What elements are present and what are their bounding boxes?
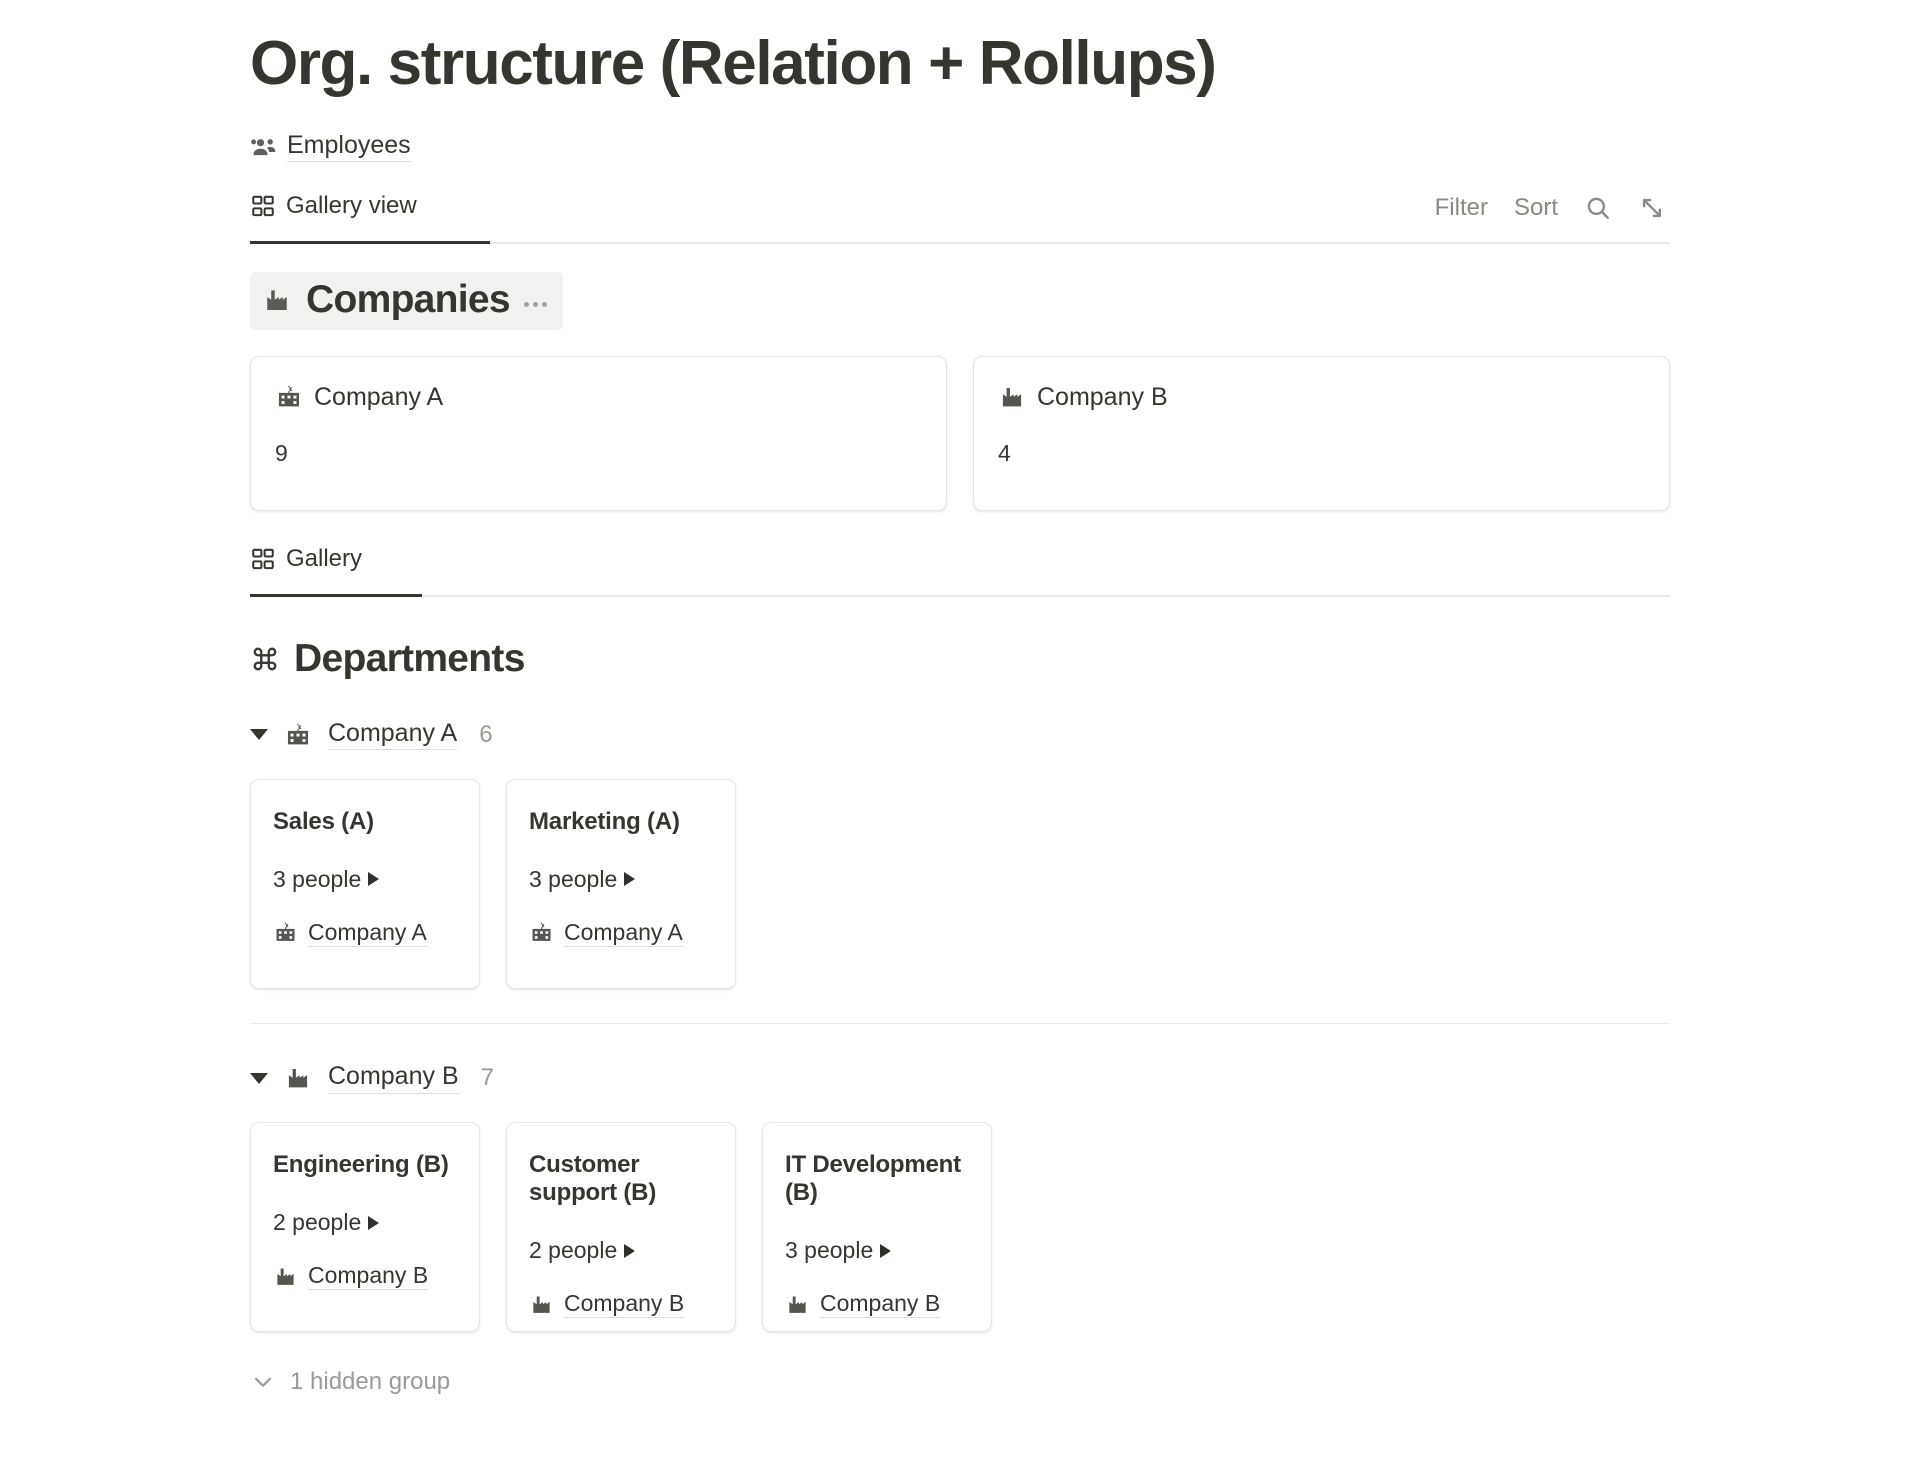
department-card-rollup[interactable]: 2 people (273, 1209, 457, 1236)
people-group-icon (250, 133, 278, 161)
department-card-title: Engineering (B) (273, 1151, 449, 1179)
page-content: Org. structure (Relation + Rollups) Empl… (250, 0, 1670, 1396)
company-card[interactable]: Company A 9 (250, 355, 947, 511)
department-card-rollup-label: 3 people (529, 865, 618, 892)
department-card-relation-label: Company A (308, 919, 427, 947)
gallery-toolbar-rule (250, 594, 1670, 597)
view-toolbar: Gallery view Filter Sort (250, 192, 1670, 245)
school-building-icon (529, 920, 554, 945)
department-card-rollup-label: 2 people (273, 1209, 362, 1236)
tab-gallery[interactable]: Gallery (250, 545, 362, 585)
companies-database-title[interactable]: Companies (250, 272, 563, 330)
department-card-relation[interactable]: Company A (273, 919, 457, 947)
sort-button[interactable]: Sort (1513, 194, 1558, 222)
tab-gallery-view[interactable]: Gallery view (250, 192, 417, 232)
triangle-right-icon[interactable] (624, 1243, 636, 1258)
triangle-right-icon[interactable] (880, 1243, 892, 1258)
gallery-grid-icon (250, 193, 276, 219)
group-count: 6 (479, 720, 493, 748)
company-card[interactable]: Company B 4 (973, 355, 1670, 511)
department-card-relation[interactable]: Company B (273, 1262, 457, 1291)
group-divider (250, 1022, 1670, 1025)
companies-title-text: Companies (306, 278, 511, 322)
department-card-rollup-label: 3 people (273, 865, 362, 892)
department-card[interactable]: Sales (A) 3 people (250, 778, 480, 989)
command-place-icon (250, 644, 280, 674)
triangle-right-icon[interactable] (368, 1215, 380, 1230)
department-card[interactable]: IT Development (B) 3 people Company B (762, 1122, 992, 1333)
company-card-header: Company B (998, 383, 1645, 412)
department-card-title: Customer support (B) (529, 1151, 657, 1207)
group-header-company-a[interactable]: Company A 6 (250, 717, 1670, 753)
department-cards-row-company-a: Sales (A) 3 people (250, 778, 1670, 989)
department-card-title: Marketing (A) (529, 807, 680, 835)
department-card-rollup[interactable]: 3 people (273, 866, 457, 893)
school-building-icon (284, 721, 312, 749)
school-building-icon (275, 383, 303, 411)
department-card-rollup-label: 2 people (529, 1237, 618, 1264)
school-building-icon (273, 920, 298, 945)
department-card-relation-label: Company B (564, 1290, 685, 1319)
factory-building-icon (284, 1064, 312, 1092)
gallery-view-toolbar: Gallery (250, 545, 1670, 597)
company-card-title: Company A (314, 382, 444, 411)
breadcrumb[interactable]: Employees (250, 131, 1670, 163)
factory-building-icon (785, 1292, 810, 1317)
department-card-title: Sales (A) (273, 807, 374, 835)
triangle-down-icon[interactable] (250, 729, 268, 741)
department-card-rollup-label: 3 people (785, 1237, 874, 1264)
hidden-group-toggle[interactable]: 1 hidden group (250, 1368, 1670, 1396)
department-card-rollup[interactable]: 3 people (785, 1237, 969, 1264)
department-card-relation[interactable]: Company A (529, 919, 713, 947)
department-card-relation-label: Company B (308, 1262, 429, 1291)
gallery-grid-icon (250, 546, 276, 572)
companies-cards-row: Company A 9 Company B 4 (250, 355, 1670, 511)
tab-gallery-view-label: Gallery view (286, 192, 417, 220)
group-count: 7 (480, 1064, 494, 1092)
triangle-right-icon[interactable] (368, 872, 380, 887)
company-card-value: 4 (998, 439, 1011, 466)
gallery-toolbar-active-indicator (250, 593, 422, 597)
departments-title-text: Departments (294, 636, 525, 680)
department-card-title: IT Development (B) (785, 1151, 961, 1207)
ellipsis-icon[interactable] (523, 294, 547, 307)
expand-arrows-icon[interactable] (1638, 194, 1666, 222)
department-card[interactable]: Engineering (B) 2 people Company B (250, 1122, 480, 1333)
company-card-value: 9 (275, 439, 288, 466)
department-card-rollup[interactable]: 2 people (529, 1237, 713, 1264)
tab-gallery-label: Gallery (286, 544, 363, 572)
department-card-relation-label: Company B (820, 1290, 941, 1319)
group-header-company-b[interactable]: Company B 7 (250, 1060, 1670, 1096)
departments-database-title[interactable]: Departments (250, 637, 1670, 681)
view-toolbar-rule (250, 242, 1670, 245)
view-toolbar-actions: Filter Sort (1435, 192, 1670, 222)
factory-building-icon (529, 1292, 554, 1317)
search-icon[interactable] (1584, 194, 1612, 222)
breadcrumb-label: Employees (287, 131, 411, 163)
factory-building-icon (998, 383, 1026, 411)
factory-building-icon (262, 285, 292, 315)
page-title: Org. structure (Relation + Rollups) (250, 29, 1217, 98)
triangle-right-icon[interactable] (624, 872, 636, 887)
chevron-down-icon (250, 1369, 276, 1395)
department-card[interactable]: Customer support (B) 2 people Company B (506, 1122, 736, 1333)
company-card-title: Company B (1037, 382, 1168, 411)
group-name: Company B (328, 1062, 459, 1094)
triangle-down-icon[interactable] (250, 1072, 268, 1084)
hidden-group-label: 1 hidden group (290, 1368, 451, 1396)
department-cards-row-company-b: Engineering (B) 2 people Company B Custo… (250, 1122, 1670, 1333)
department-card-relation[interactable]: Company B (785, 1290, 969, 1319)
department-card-relation-label: Company A (564, 919, 683, 947)
company-card-header: Company A (275, 383, 922, 412)
factory-building-icon (273, 1264, 298, 1289)
department-card-rollup[interactable]: 3 people (529, 866, 713, 893)
department-card-relation[interactable]: Company B (529, 1290, 713, 1319)
group-name: Company A (328, 719, 458, 751)
department-card[interactable]: Marketing (A) 3 people (506, 778, 736, 989)
filter-button[interactable]: Filter (1434, 194, 1488, 222)
view-toolbar-active-indicator (250, 241, 490, 245)
